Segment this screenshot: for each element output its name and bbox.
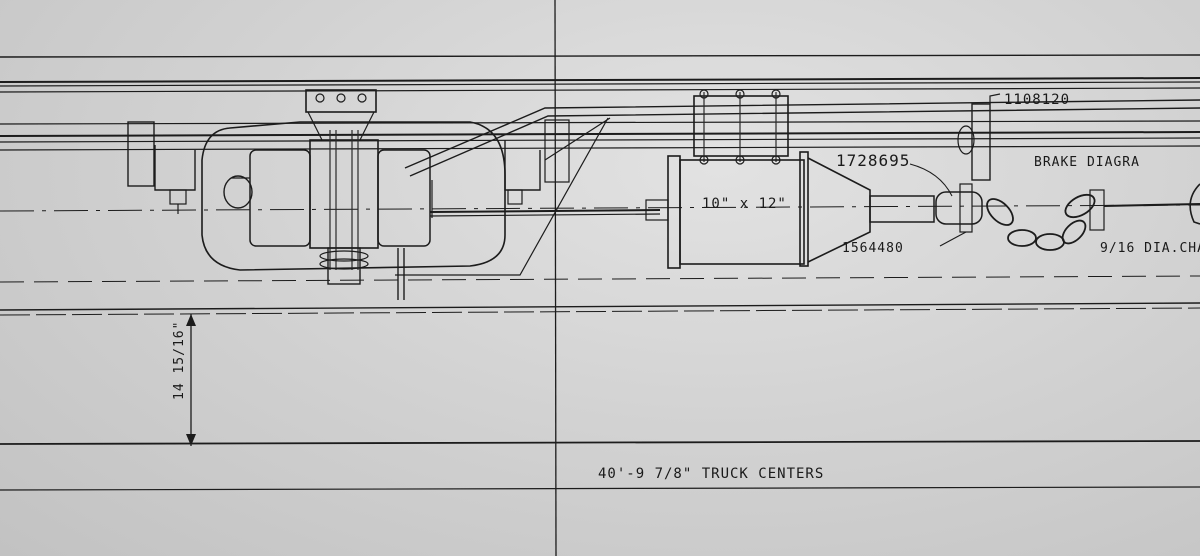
brake-rod-upper — [395, 99, 1200, 276]
underframe-lines — [0, 77, 1200, 316]
air-reservoir — [201, 121, 661, 271]
right-hanger-bracket — [504, 119, 570, 205]
cylinder-clamp — [693, 89, 789, 165]
part-number-1728695: 1728695 — [836, 151, 910, 170]
height-dimension-label: 14 15/16" — [172, 321, 187, 400]
cylinder-size-label: 10" x 12" — [702, 196, 787, 212]
left-hanger-bracket — [127, 121, 196, 214]
truck-centers-label: 40'-9 7/8" TRUCK CENTERS — [598, 466, 824, 482]
far-right-bracket — [957, 93, 1001, 181]
part-number-1564480: 1564480 — [842, 241, 904, 256]
chain-size-label: 9/16 DIA.CHA — [1100, 241, 1200, 256]
brake-cylinder — [645, 151, 935, 269]
reservoir-clamp — [305, 89, 405, 300]
leader-lines — [909, 163, 967, 247]
part-number-1108120: 1108120 — [1004, 92, 1070, 108]
brake-diagram-label: BRAKE DIAGRA — [1034, 155, 1140, 170]
height-dimension — [186, 314, 196, 446]
